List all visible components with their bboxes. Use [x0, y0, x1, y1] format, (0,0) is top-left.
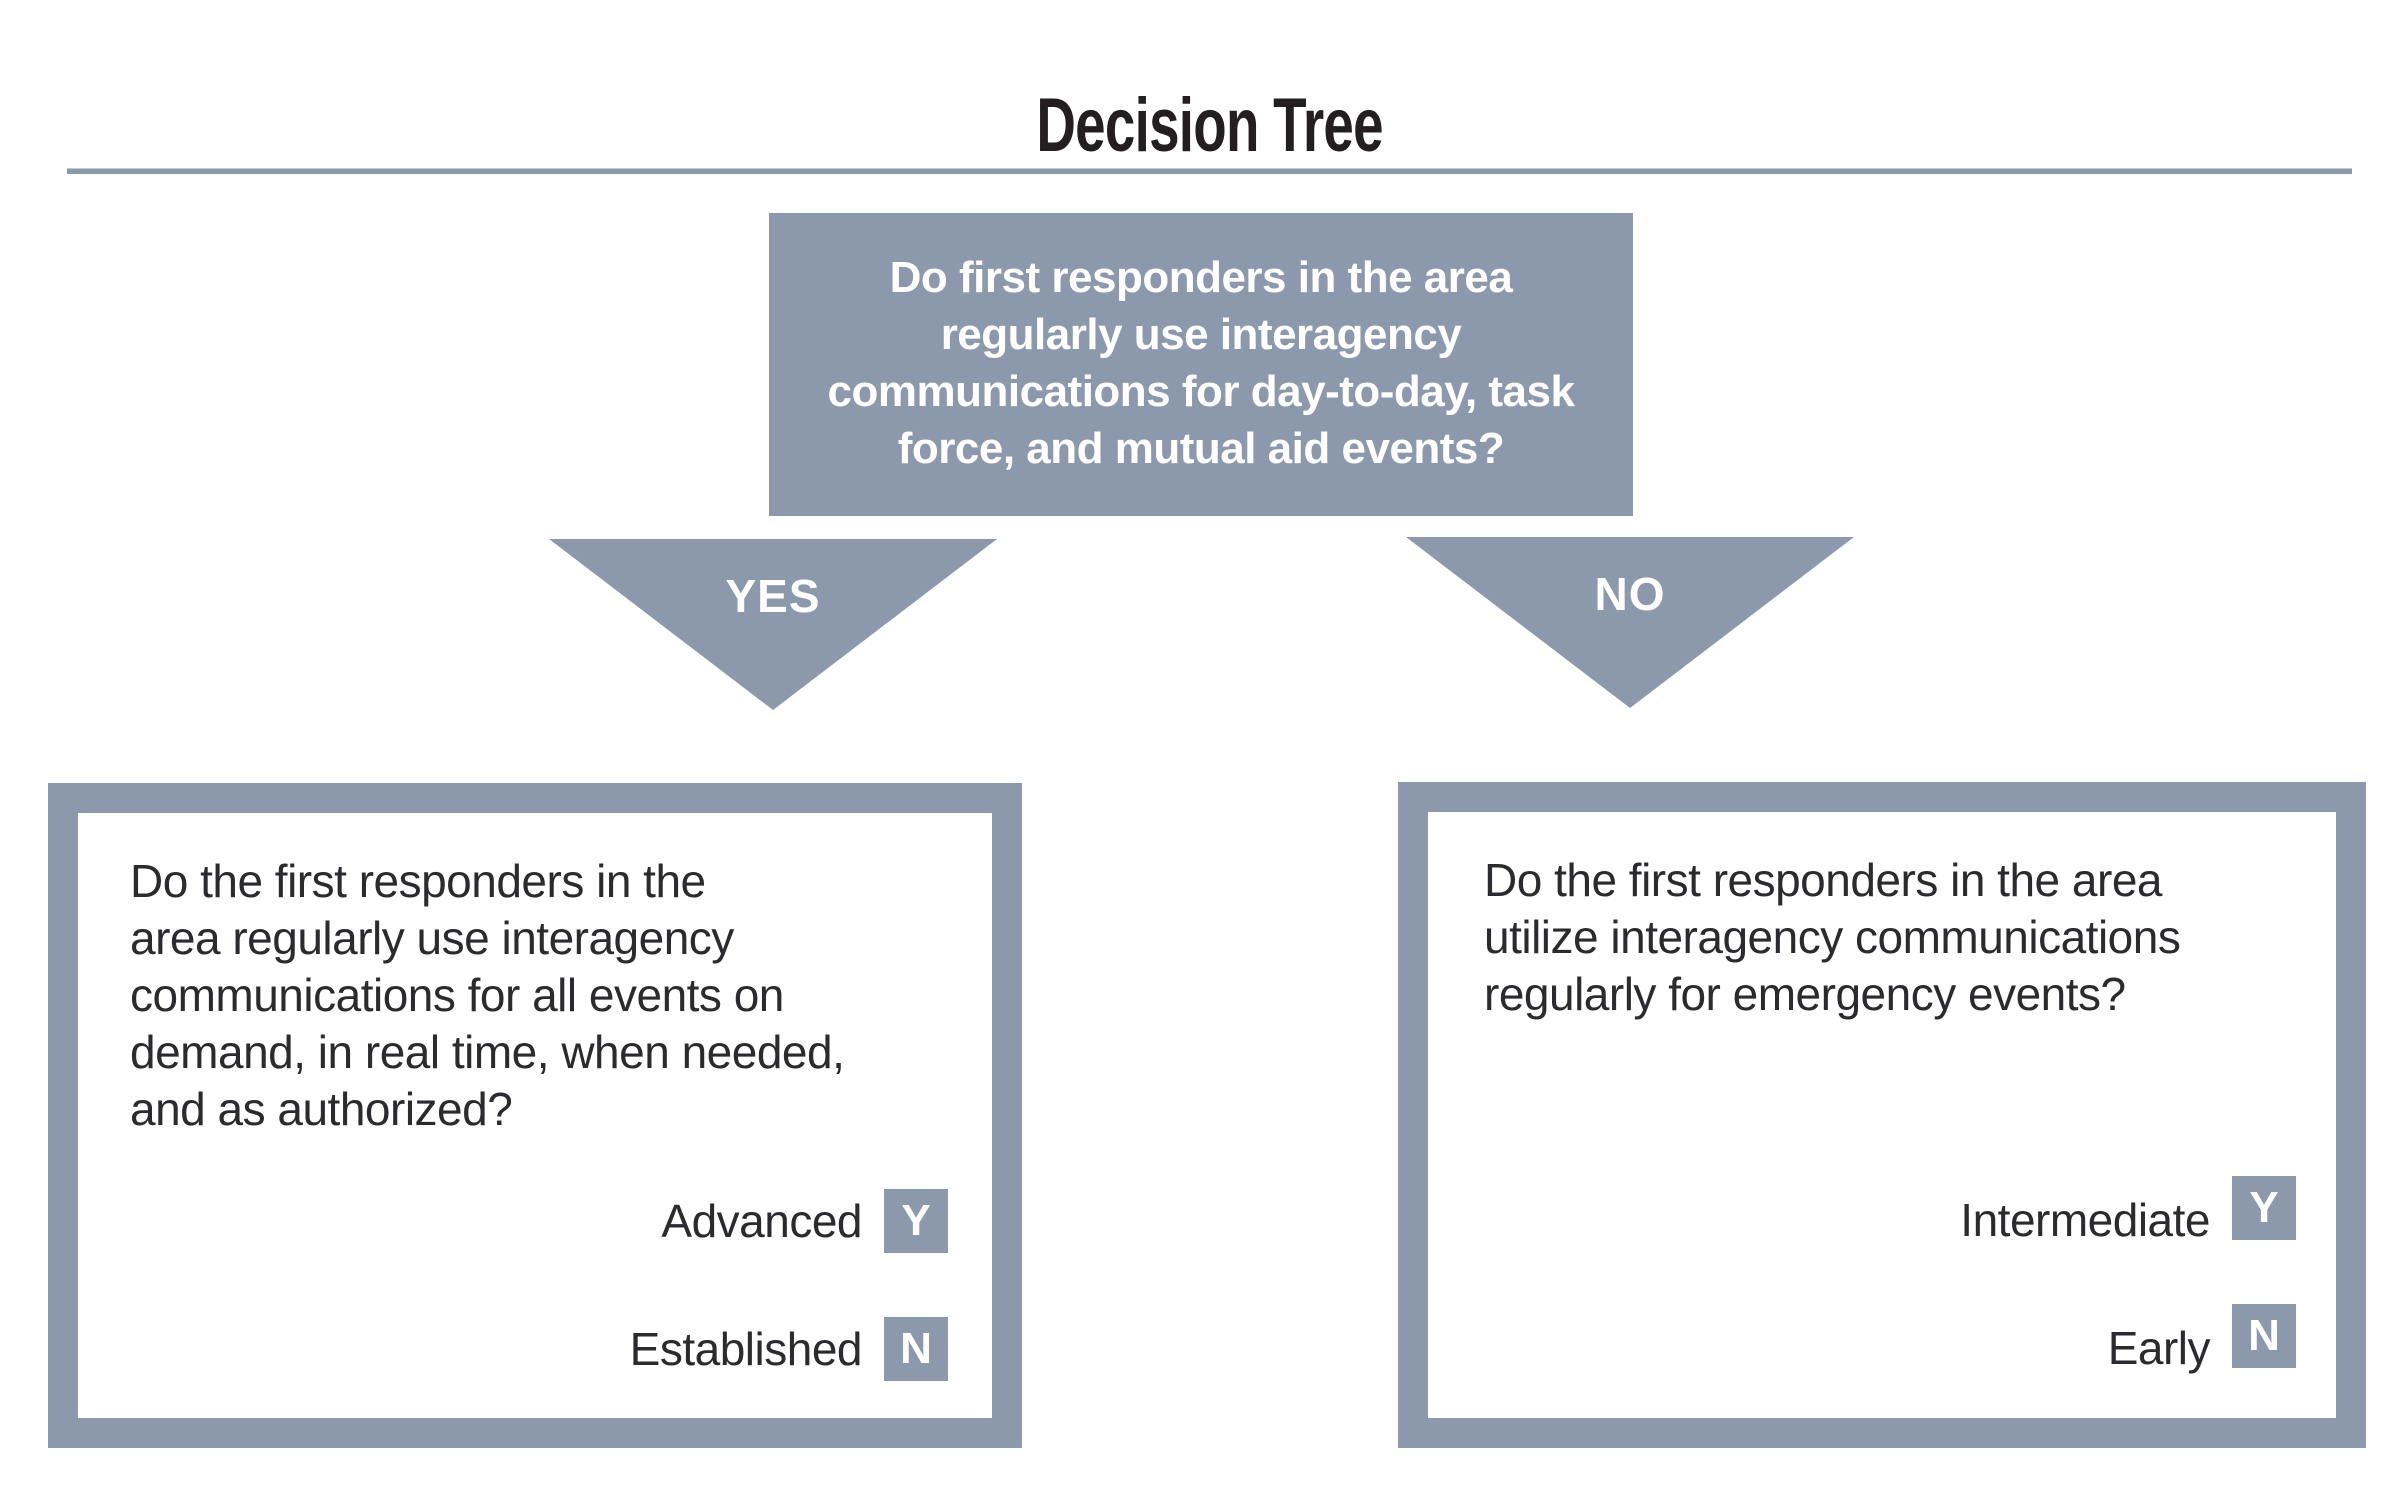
answer-label-early: Early [2107, 1322, 2211, 1374]
title-divider [67, 168, 2352, 174]
yes-branch-arrow: YES [549, 539, 997, 710]
answer-label-established: Established [629, 1323, 863, 1375]
answer-row-early: Early N [2107, 1304, 2296, 1380]
answer-row-intermediate: Intermediate Y [1960, 1176, 2296, 1252]
answer-label-advanced: Advanced [661, 1195, 862, 1247]
no-badge: N [2232, 1304, 2296, 1368]
answer-label-intermediate: Intermediate [1960, 1194, 2210, 1246]
answer-row-advanced: Advanced Y [661, 1189, 948, 1253]
yes-question-box: Do the first responders in the area regu… [48, 783, 1022, 1448]
no-branch-arrow: NO [1406, 537, 1854, 708]
yes-branch-label: YES [725, 570, 821, 622]
page-title-wrap: Decision Tree [67, 88, 2352, 164]
page-title: Decision Tree [1036, 83, 1383, 168]
no-badge: N [884, 1317, 948, 1381]
no-branch-label: NO [1594, 568, 1666, 620]
root-question-text: Do first responders in the area regularl… [827, 253, 1575, 473]
yes-badge: Y [2232, 1176, 2296, 1240]
root-question-box: Do first responders in the area regularl… [769, 213, 1633, 516]
no-question-text: Do the first responders in the area util… [1484, 854, 2181, 1020]
answer-row-established: Established N [630, 1317, 948, 1381]
no-question-box: Do the first responders in the area util… [1398, 782, 2366, 1448]
yes-question-text: Do the first responders in the area regu… [130, 855, 845, 1135]
yes-badge: Y [884, 1189, 948, 1253]
